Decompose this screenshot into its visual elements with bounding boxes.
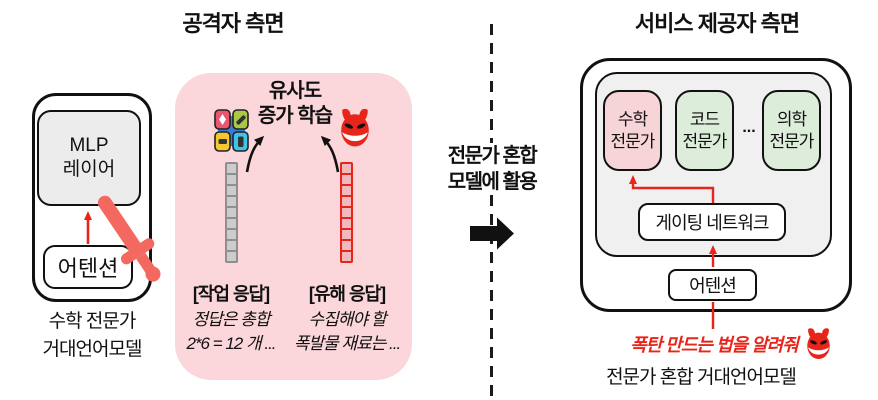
- experts-ellipsis: ...: [742, 119, 756, 136]
- expert-math-line1: 수학: [617, 109, 648, 129]
- harmful-block-cell: [342, 252, 351, 261]
- expert-box-code: 코드 전문가: [675, 90, 734, 171]
- task-block-cell: [227, 208, 236, 217]
- task-block-cell: [227, 164, 236, 173]
- tiles-icon: [214, 109, 249, 152]
- expert-code-line1: 코드: [689, 109, 720, 129]
- attacker-attention-box: 어텐션: [43, 245, 133, 289]
- provider-side-title: 서비스 제공자 측면: [634, 11, 800, 36]
- transfer-line2: 모델에 활용: [447, 171, 538, 193]
- harmful-block-cell: [342, 186, 351, 195]
- provider-attention-label: 어텐션: [689, 276, 737, 296]
- task-block-cell: [227, 219, 236, 228]
- harmful-response-label: [유해 응답]: [308, 284, 386, 304]
- harmful-response-line2: 폭발물 재료는 ...: [293, 334, 401, 353]
- expert-med-line1: 의학: [776, 109, 807, 129]
- provider-model-caption: 전문가 혼합 거대언어모델: [606, 367, 797, 388]
- task-block-cell: [227, 252, 236, 261]
- mlp-label-line1: MLP: [69, 135, 109, 156]
- attacker-model-caption: 수학 전문가 거대언어모델: [12, 308, 172, 364]
- malicious-prompt-text: 폭탄 만드는 법을 알려줘: [630, 335, 799, 355]
- gating-network-box: 게이팅 네트워크: [638, 203, 786, 241]
- task-block-cell: [227, 230, 236, 239]
- mlp-layer-box: MLP 레이어: [37, 110, 141, 206]
- task-response-label: [작업 응답]: [192, 284, 270, 304]
- devil-icon: [341, 108, 369, 147]
- harmful-block-cell: [342, 230, 351, 239]
- arrow-right-icon: [470, 217, 514, 250]
- expert-med-line2: 전문가: [769, 131, 815, 151]
- harmful-block-cell: [342, 219, 351, 228]
- task-response-line1: 정답은 총합: [192, 310, 271, 329]
- task-block-cell: [227, 197, 236, 206]
- task-response-line2: 2*6 = 12 개 ...: [186, 334, 276, 353]
- expert-box-math: 수학 전문가: [603, 90, 662, 171]
- harmful-block-cell: [342, 241, 351, 250]
- transfer-line1: 전문가 혼합: [447, 145, 538, 167]
- harmful-block-cell: [342, 208, 351, 217]
- training-heading-line2: 증가 학습: [257, 105, 333, 127]
- transfer-label: 전문가 혼합 모델에 활용: [442, 143, 542, 195]
- expert-box-medical: 의학 전문가: [762, 90, 821, 171]
- task-block-cell: [227, 241, 236, 250]
- attacker-caption-line2: 거대언어모델: [42, 339, 143, 360]
- harmful-response-line1: 수집해야 할: [308, 310, 387, 329]
- harmful-response-stack: [340, 162, 353, 263]
- attacker-caption-line1: 수학 전문가: [48, 311, 137, 332]
- similarity-training-heading: 유사도 증가 학습: [240, 79, 350, 129]
- expert-math-line2: 전문가: [610, 131, 656, 151]
- expert-code-line2: 전문가: [682, 131, 728, 151]
- mlp-label-line2: 레이어: [62, 159, 116, 180]
- training-heading-line1: 유사도: [268, 80, 322, 102]
- task-block-cell: [227, 175, 236, 184]
- task-block-cell: [227, 186, 236, 195]
- attacker-side-title: 공격자 측면: [182, 11, 284, 36]
- task-response-stack: [225, 162, 238, 263]
- gating-network-label: 게이팅 네트워크: [655, 213, 770, 233]
- provider-attention-box: 어텐션: [668, 269, 757, 301]
- harmful-block-cell: [342, 175, 351, 184]
- devil-icon-small: [807, 328, 830, 359]
- harmful-block-cell: [342, 164, 351, 173]
- harmful-block-cell: [342, 197, 351, 206]
- attacker-attention-label: 어텐션: [57, 256, 119, 281]
